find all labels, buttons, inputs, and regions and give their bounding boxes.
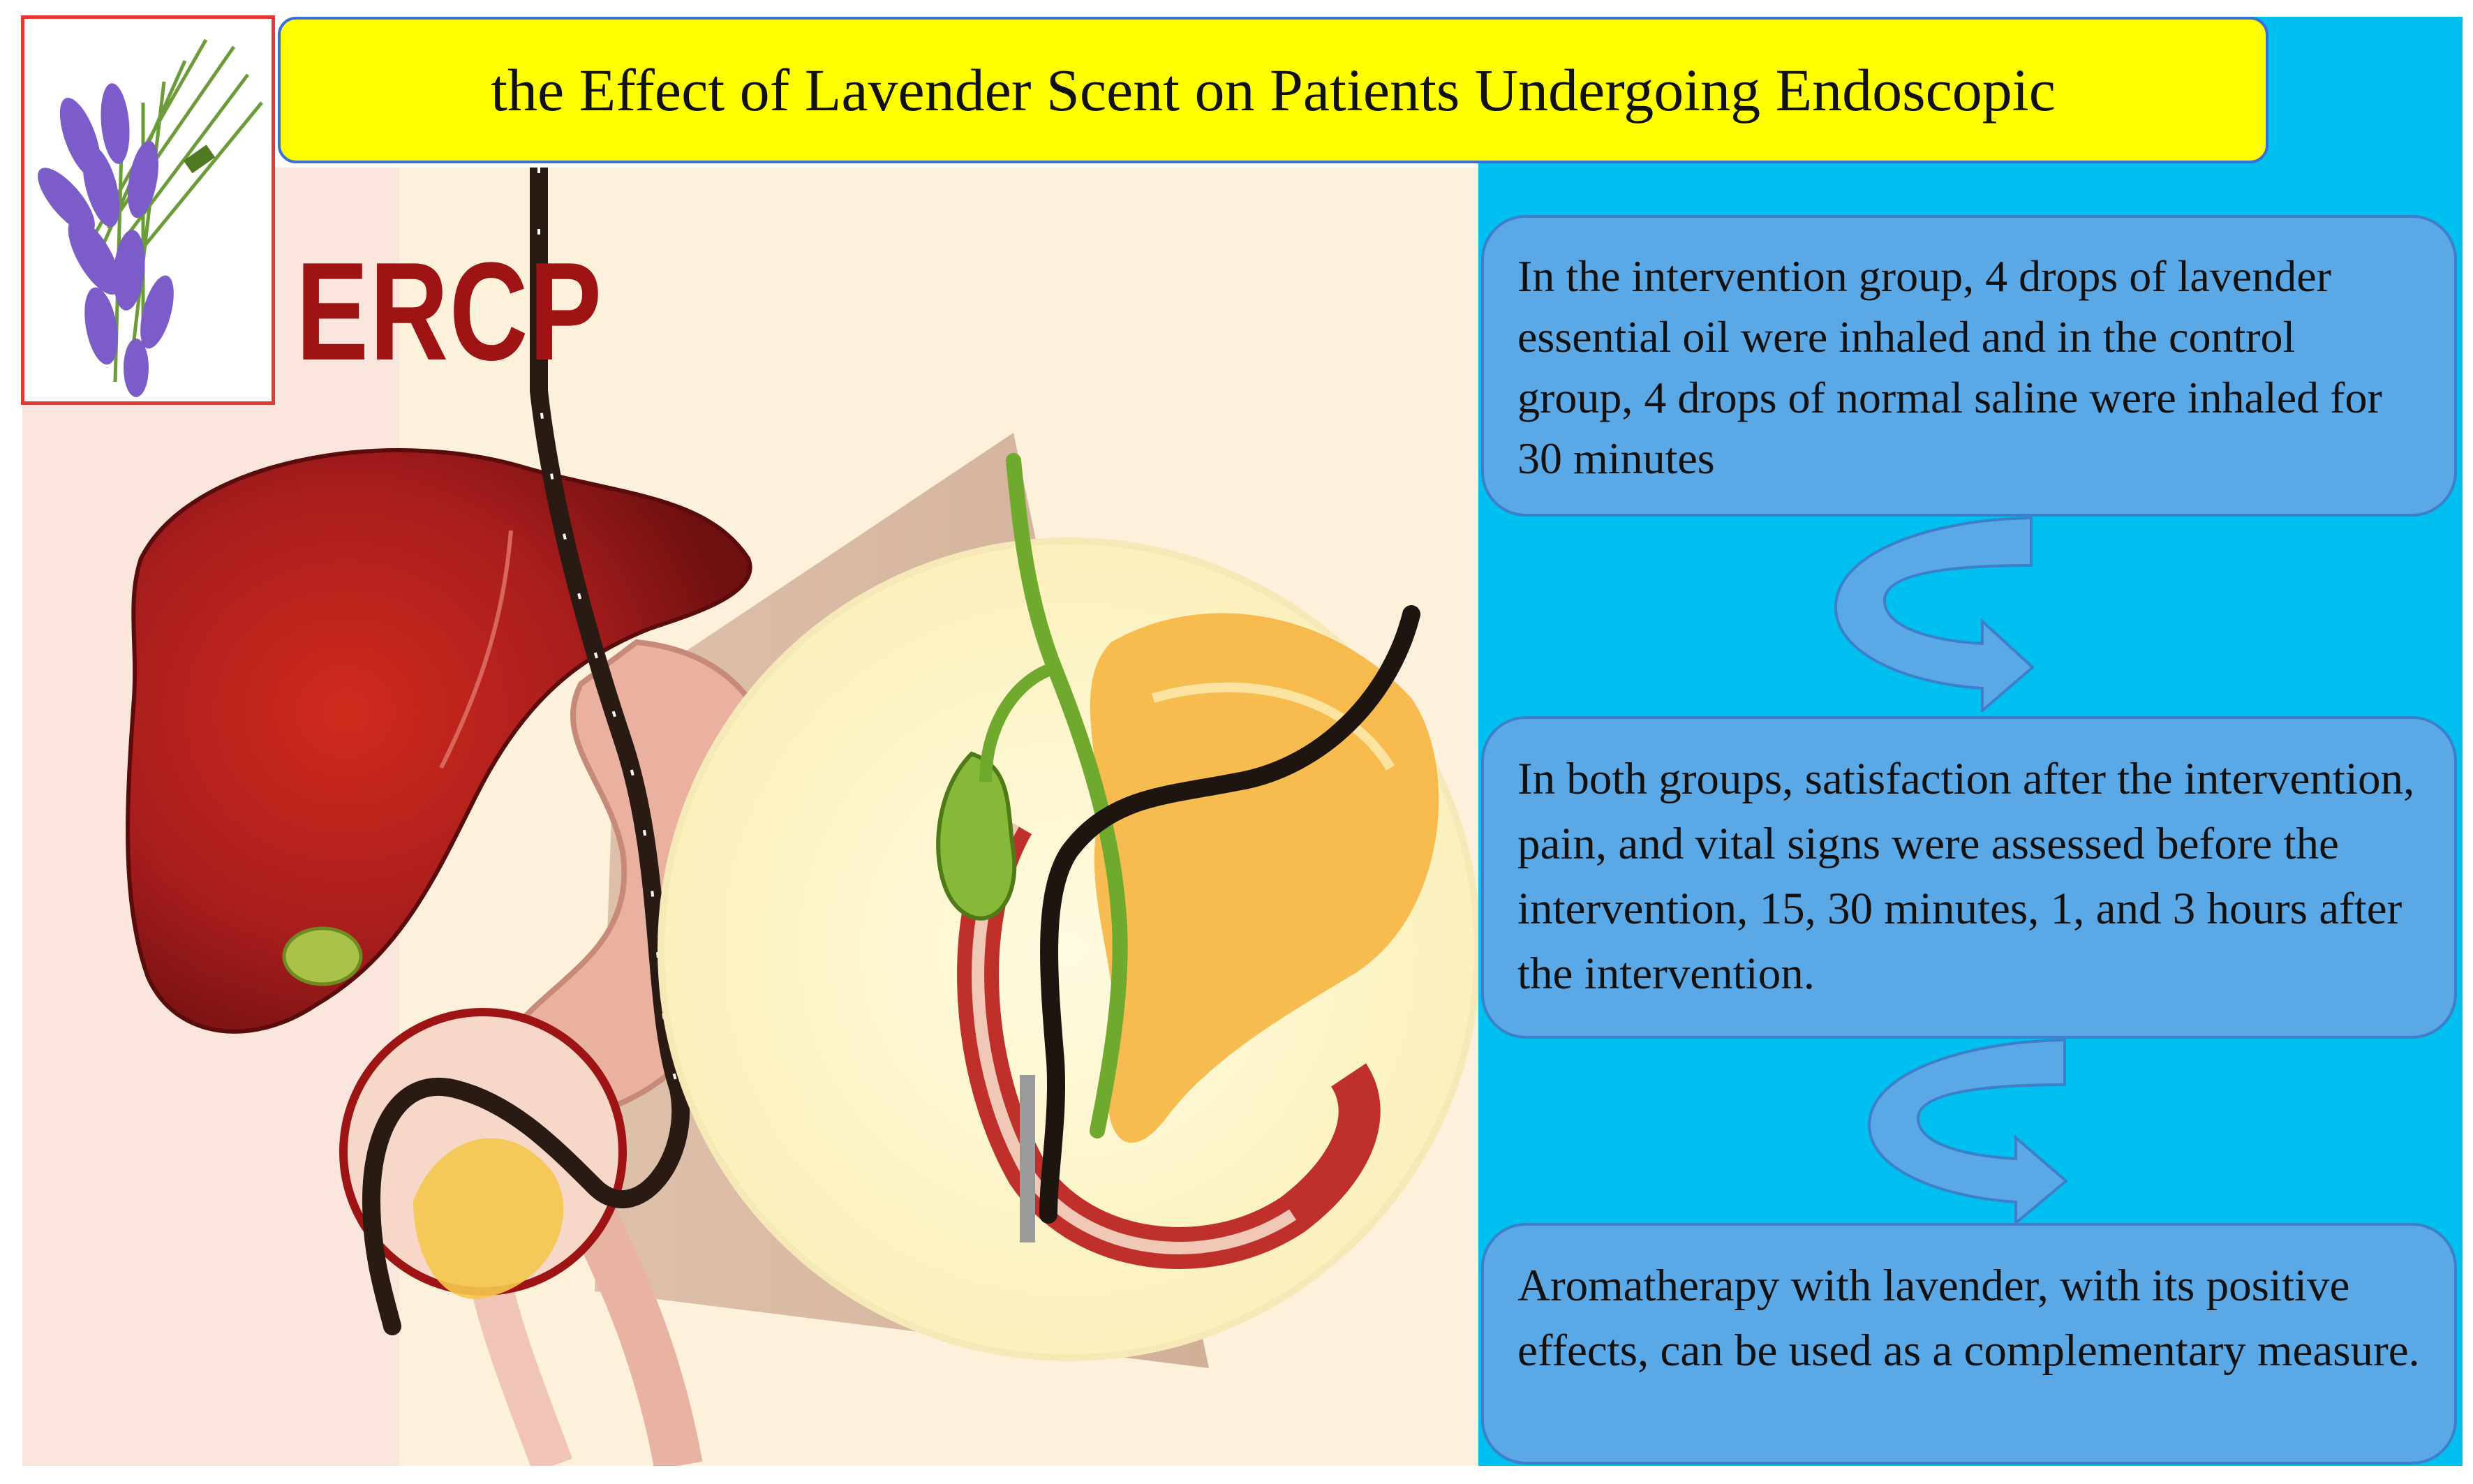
- page-title: the Effect of Lavender Scent on Patients…: [491, 57, 2056, 124]
- step-box-conclusion: Aromatherapy with lavender, with its pos…: [1481, 1223, 2457, 1464]
- step-box-intervention: In the intervention group, 4 drops of la…: [1481, 215, 2457, 517]
- gallbladder: [282, 926, 363, 986]
- step-box-assessment: In both groups, satisfaction after the i…: [1481, 716, 2457, 1039]
- gallbladder-zoom: [936, 751, 1017, 921]
- curved-arrow-icon: [1867, 1039, 2069, 1224]
- lavender-image: [21, 15, 275, 405]
- step-text: In both groups, satisfaction after the i…: [1517, 754, 2415, 999]
- curved-arrow-icon: [1834, 517, 2035, 712]
- ercp-anatomy-graphic: [126, 168, 1481, 1466]
- lavender-icon: [38, 38, 263, 397]
- pancreas: [1090, 613, 1439, 1143]
- endoscope-zoom: [1039, 605, 1420, 1224]
- step-text: Aromatherapy with lavender, with its pos…: [1517, 1261, 2420, 1376]
- bile-duct: [1006, 453, 1128, 1138]
- ercp-illustration: ERCP: [22, 168, 1481, 1466]
- endoscope-tube: [362, 168, 690, 1335]
- liver: [126, 448, 752, 1034]
- ercp-label: ERCP: [296, 234, 603, 389]
- title-banner: the Effect of Lavender Scent on Patients…: [278, 17, 2268, 163]
- step-text: In the intervention group, 4 drops of la…: [1517, 251, 2382, 484]
